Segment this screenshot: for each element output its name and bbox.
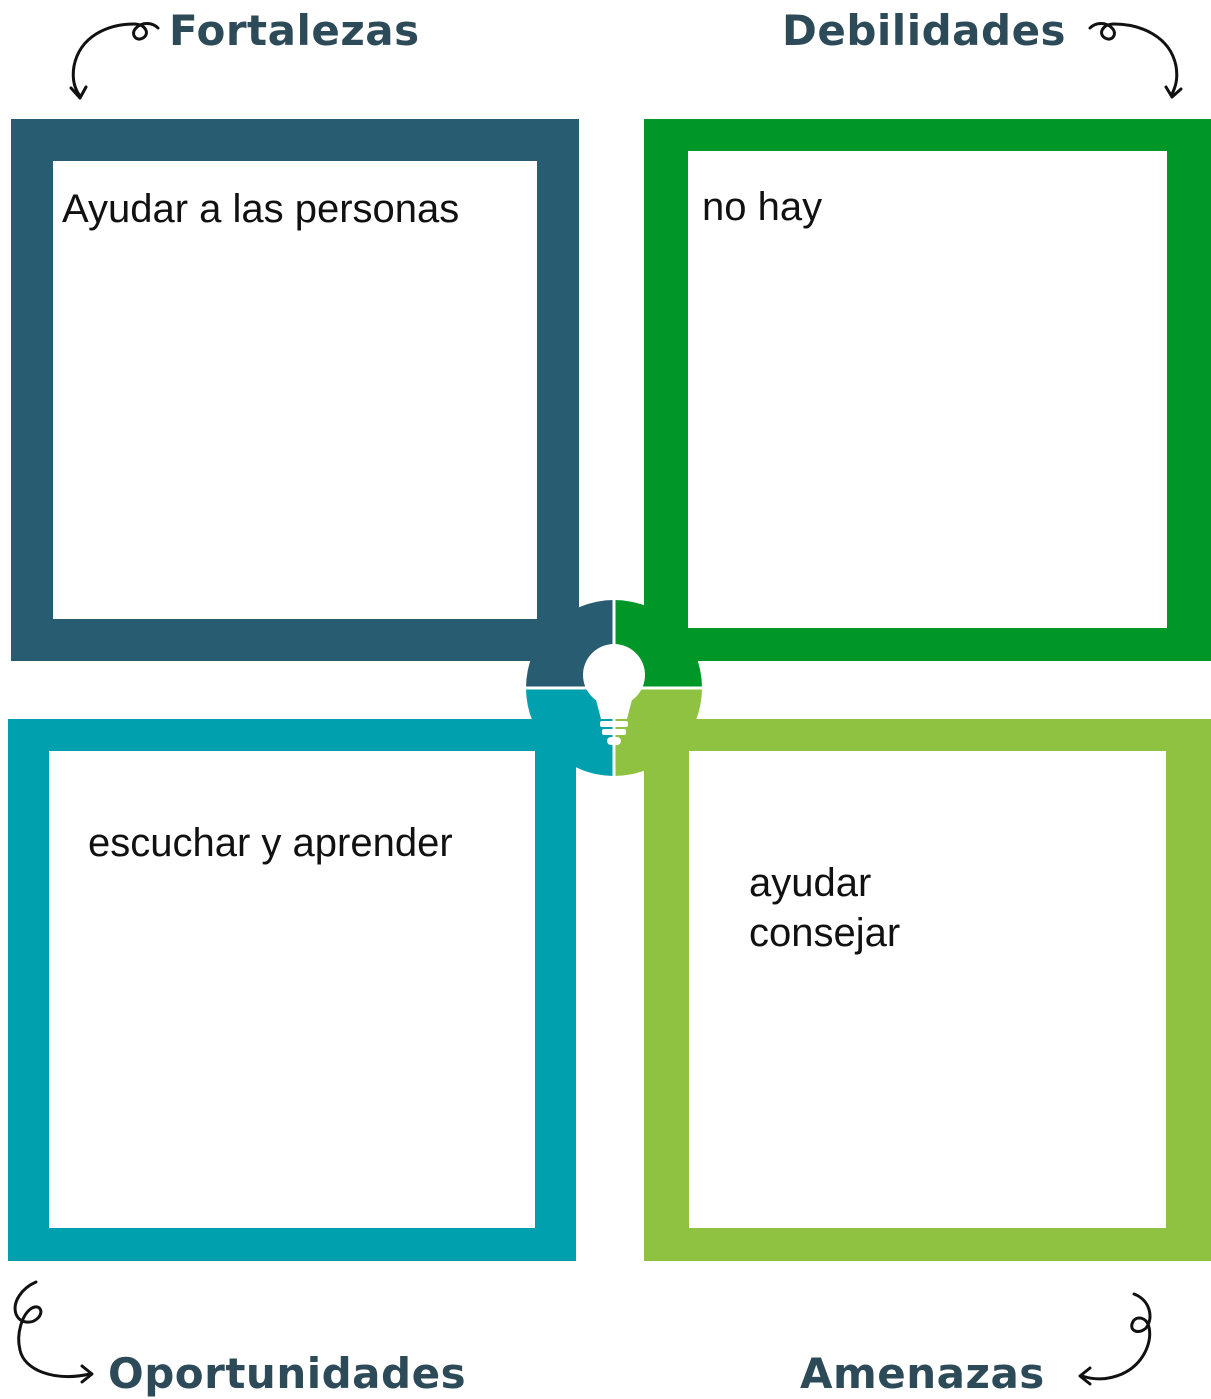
center-hub xyxy=(524,598,704,778)
curly-arrow-icon xyxy=(69,22,160,100)
debilidades-content: no hay xyxy=(702,182,822,232)
oportunidades-content: escuchar y aprender xyxy=(88,818,453,868)
debilidades-title: Debilidades xyxy=(782,6,1067,55)
curly-arrow-icon xyxy=(13,1280,94,1384)
curly-arrow-icon xyxy=(1078,1292,1152,1386)
fortalezas-box xyxy=(11,119,579,661)
amenazas-line-1: ayudar xyxy=(749,861,872,905)
fortalezas-line: Ayudar a las personas xyxy=(62,187,460,231)
oportunidades-line: escuchar y aprender xyxy=(88,821,453,865)
oportunidades-box xyxy=(8,719,576,1261)
debilidades-box xyxy=(644,119,1211,661)
hub-quarter-oportunidades xyxy=(526,688,614,776)
amenazas-content: ayudar consejar xyxy=(749,858,900,958)
lightbulb-icon xyxy=(583,644,645,745)
oportunidades-title: Oportunidades xyxy=(108,1349,467,1398)
amenazas-line-2: consejar xyxy=(749,911,901,955)
debilidades-line: no hay xyxy=(702,185,823,229)
fortalezas-content: Ayudar a las personas xyxy=(62,184,459,234)
amenazas-box xyxy=(644,719,1211,1261)
curly-arrow-icon xyxy=(1088,22,1183,99)
amenazas-title: Amenazas xyxy=(800,1349,1045,1398)
fortalezas-title: Fortalezas xyxy=(169,6,420,55)
hub-quarter-amenazas xyxy=(614,688,702,776)
